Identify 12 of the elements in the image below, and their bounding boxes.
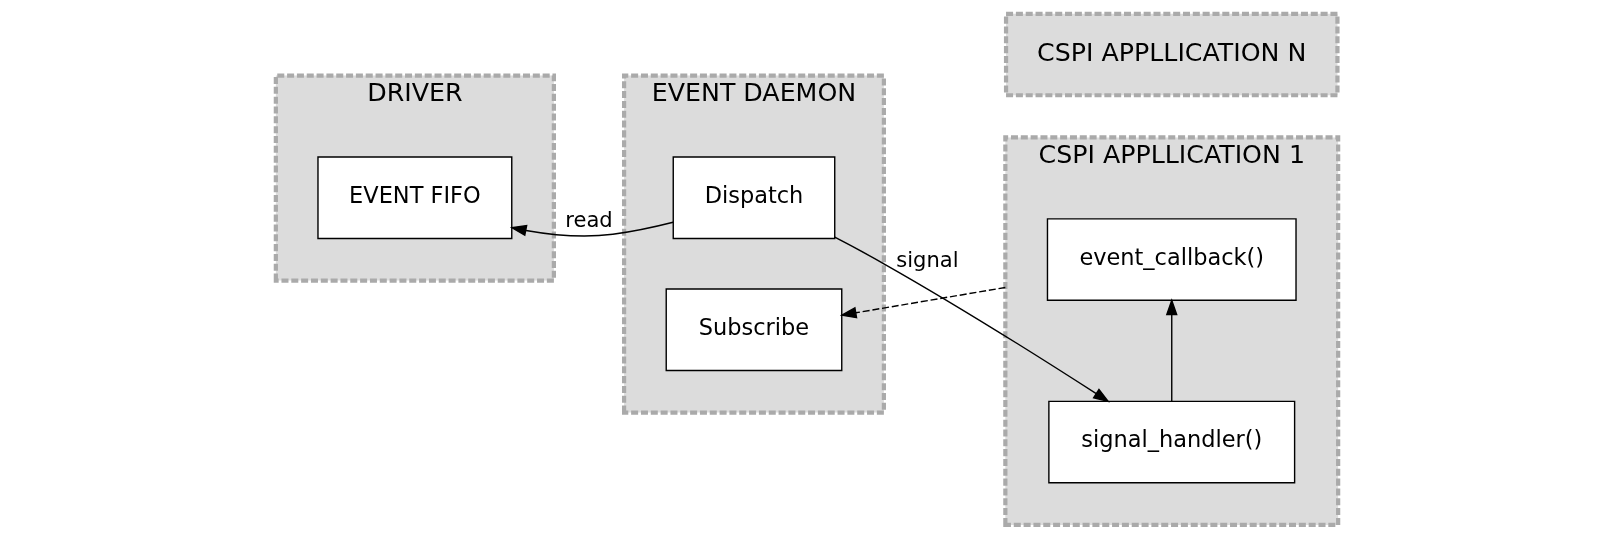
edge-label: read [564,207,613,233]
node-box: Subscribe [665,288,842,372]
node-box: event_callback() [1046,218,1297,301]
arrow [1165,298,1178,402]
node-box: CSPI APPLLICATION N [1003,11,1340,98]
edge-label: signal [895,246,959,272]
arrow [833,236,1110,403]
node-box: Dispatch [672,156,835,240]
arrow [839,286,1006,319]
node-box: signal_handler() [1047,400,1295,484]
node-box: EVENT FIFO [316,156,512,240]
arrow [509,221,674,237]
